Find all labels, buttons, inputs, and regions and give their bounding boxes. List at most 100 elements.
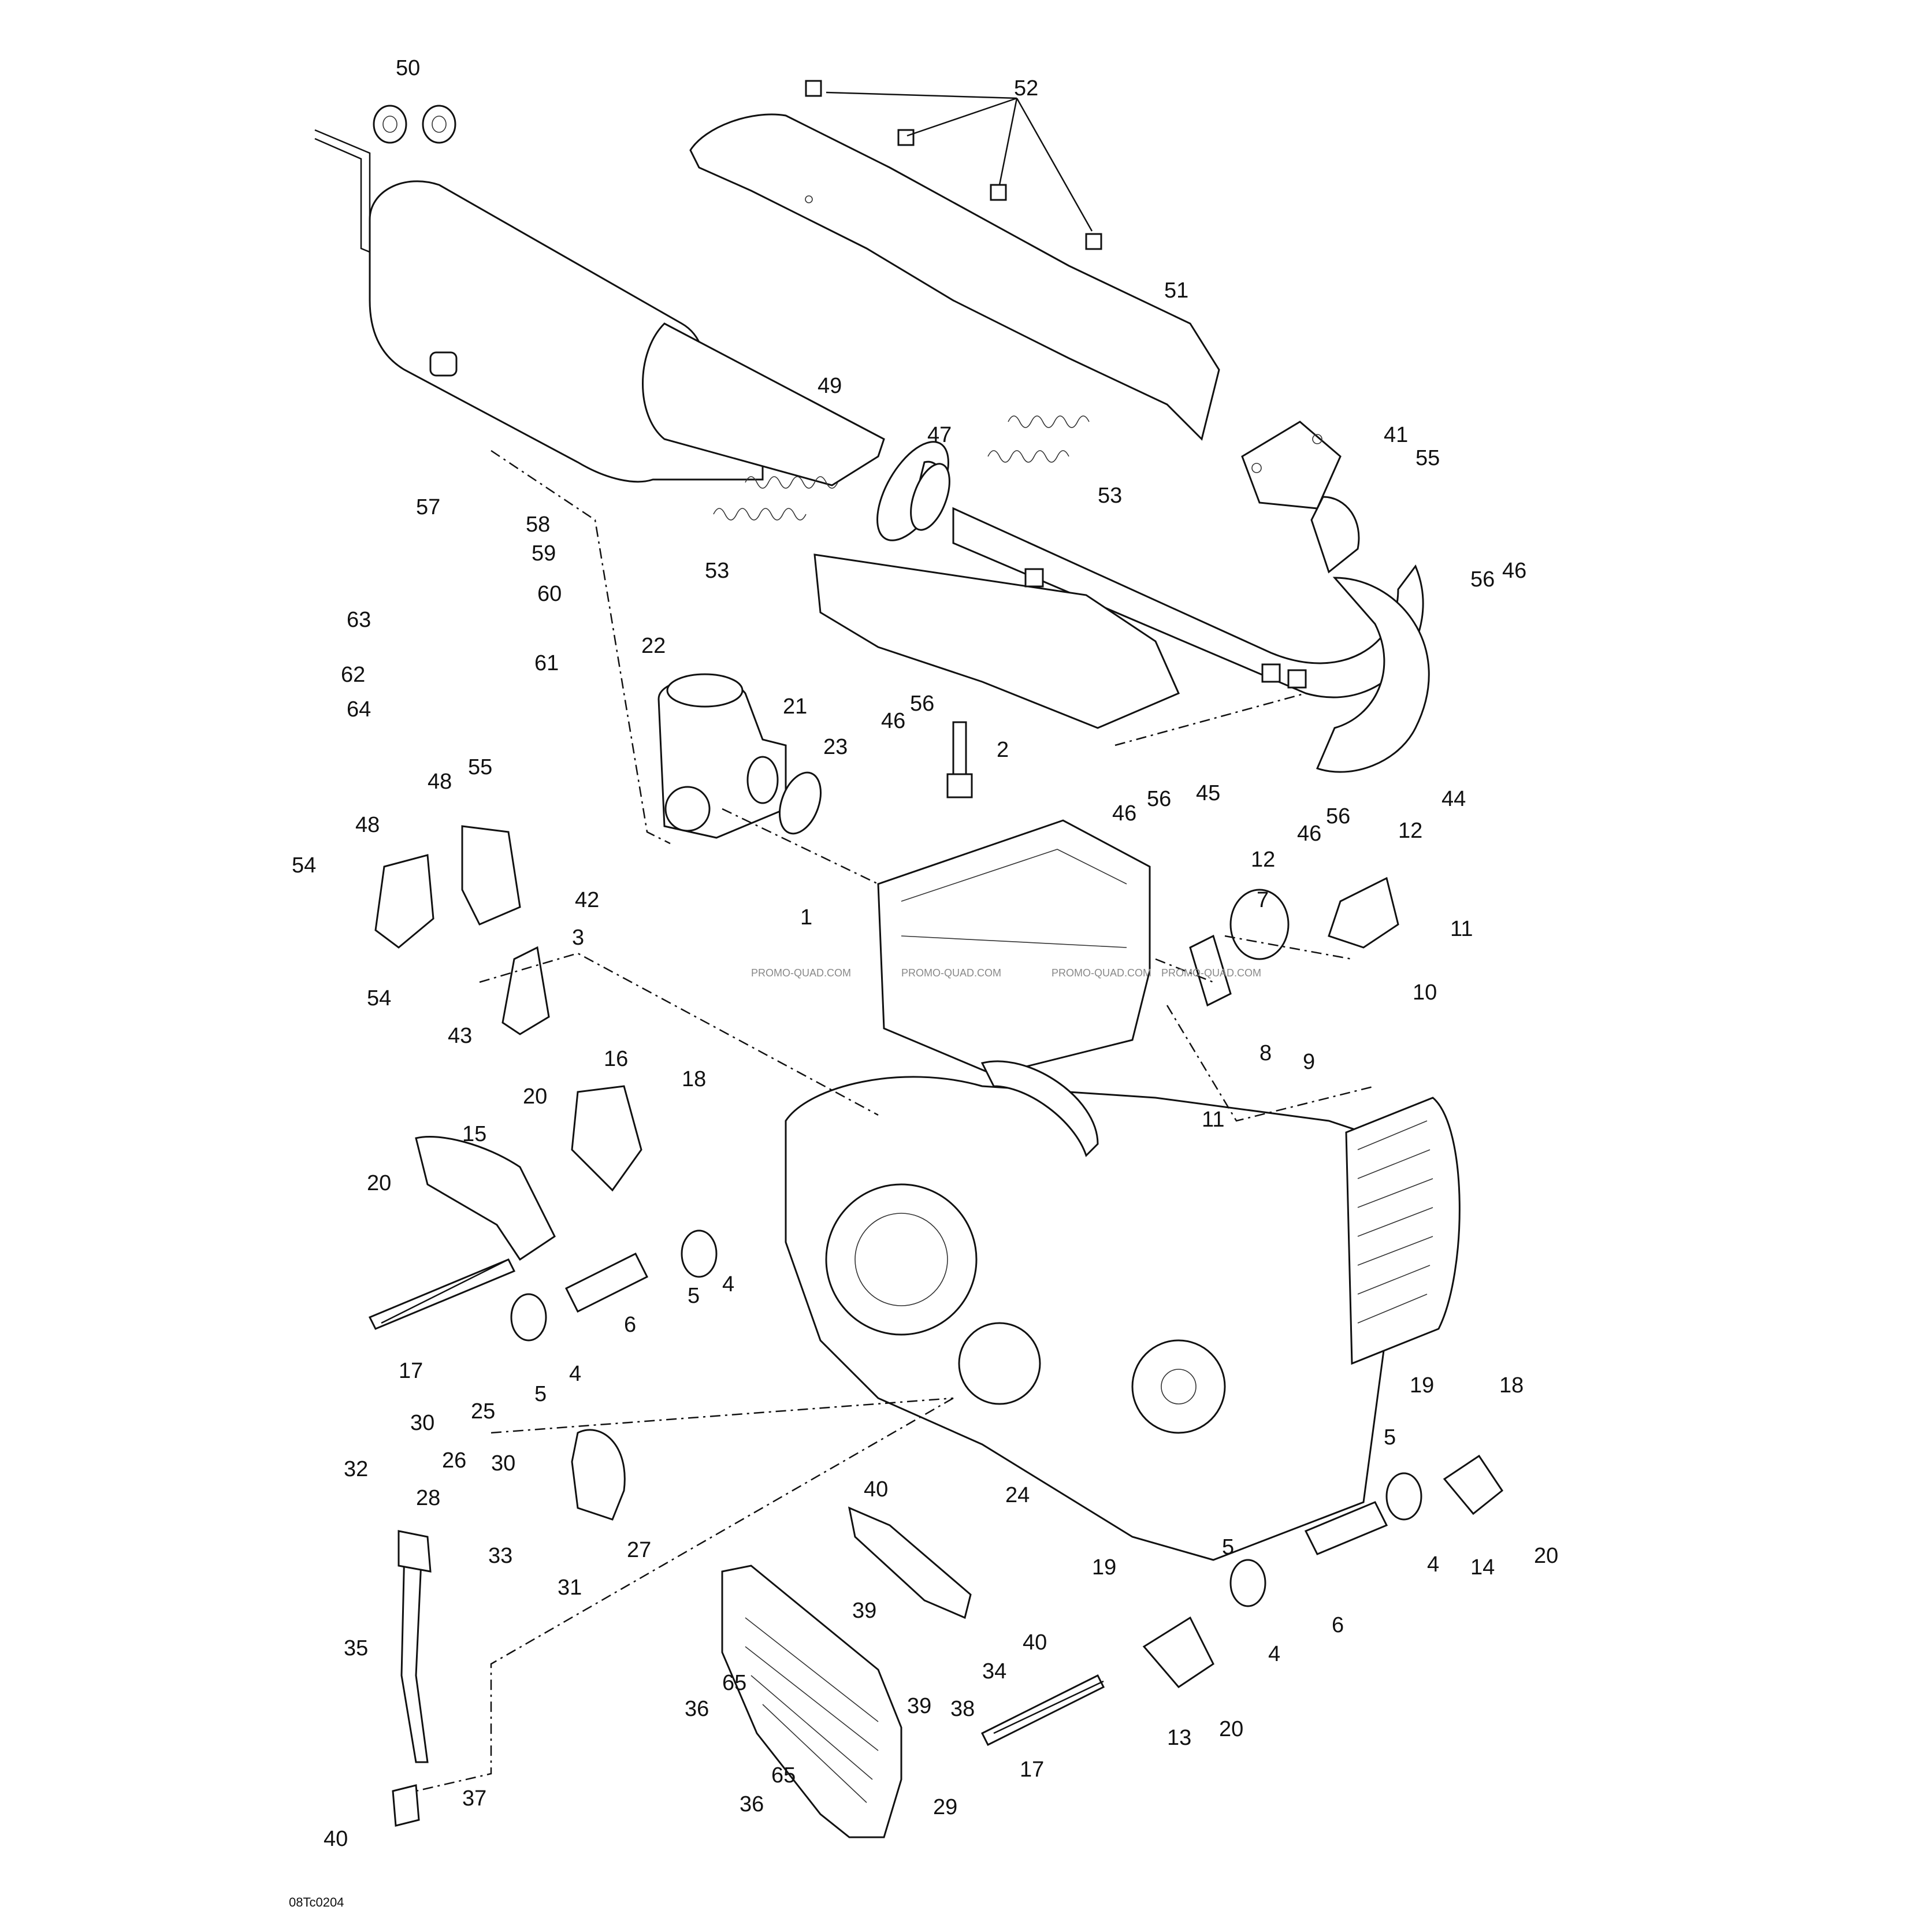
callout-36: 36: [740, 1792, 764, 1816]
callout-33: 33: [488, 1544, 512, 1568]
callout-14: 14: [1470, 1555, 1495, 1580]
callout-18: 18: [1499, 1373, 1524, 1398]
callout-48: 48: [428, 770, 452, 794]
skid-guard: [721, 1565, 902, 1838]
callout-labels: 50 52 51 49 47 53 53 41 55 56 46 57 58 5…: [292, 56, 1558, 1851]
callout-4: 4: [569, 1362, 581, 1386]
grommets: [373, 105, 456, 144]
callout-43: 43: [448, 1024, 472, 1048]
callout-38: 38: [950, 1697, 975, 1721]
callout-52: 52: [1014, 76, 1038, 101]
right-mount-parts: [980, 1454, 1504, 1747]
callout-50: 50: [396, 56, 420, 80]
callout-35: 35: [344, 1636, 368, 1660]
callout-41: 41: [1384, 423, 1408, 447]
callout-28: 28: [416, 1486, 440, 1510]
callout-10: 10: [1413, 980, 1437, 1005]
carburetor: [657, 673, 787, 839]
callout-32: 32: [344, 1457, 368, 1481]
callout-53: 53: [1098, 484, 1122, 508]
callout-46: 46: [1502, 559, 1526, 583]
callout-6: 6: [624, 1313, 636, 1337]
callout-44: 44: [1441, 787, 1466, 811]
callout-5: 5: [1384, 1425, 1396, 1450]
callout-17: 17: [1020, 1758, 1044, 1782]
engine-mount: [1189, 876, 1399, 1007]
engine: [785, 819, 1461, 1561]
callout-30: 30: [491, 1451, 515, 1476]
springs-53: [713, 415, 1090, 521]
watermark-text: PROMO-QUAD.COM: [901, 967, 1001, 979]
callout-37: 37: [462, 1786, 486, 1811]
watermark-text: PROMO-QUAD.COM: [1052, 967, 1151, 979]
callout-58: 58: [526, 512, 550, 537]
callout-4: 4: [1268, 1642, 1280, 1666]
callout-53: 53: [705, 559, 729, 583]
callout-46: 46: [1112, 801, 1136, 826]
callout-55: 55: [468, 755, 492, 779]
callout-40: 40: [864, 1477, 888, 1502]
callout-6: 6: [1332, 1613, 1344, 1637]
callout-64: 64: [347, 697, 371, 722]
shift-lever: [392, 1530, 432, 1827]
heat-shield: [689, 113, 1220, 441]
callout-20: 20: [1534, 1544, 1558, 1568]
callout-20: 20: [523, 1084, 547, 1109]
callout-42: 42: [575, 888, 599, 912]
callout-22: 22: [641, 634, 666, 658]
callout-61: 61: [534, 651, 559, 675]
callout-5: 5: [1222, 1535, 1234, 1559]
callout-30: 30: [410, 1411, 434, 1435]
callout-36: 36: [685, 1697, 709, 1721]
callout-3: 3: [572, 926, 584, 950]
assembly-guides: [415, 449, 1376, 1792]
callout-40: 40: [324, 1827, 348, 1851]
callout-55: 55: [1415, 446, 1440, 470]
callout-9: 9: [1303, 1050, 1315, 1074]
callout-11: 11: [1202, 1108, 1224, 1132]
callout-56: 56: [910, 692, 934, 716]
callout-21: 21: [783, 694, 807, 719]
callout-19: 19: [1410, 1373, 1434, 1398]
callout-7: 7: [1257, 888, 1269, 912]
callout-12: 12: [1251, 848, 1275, 872]
callout-11: 11: [1450, 917, 1473, 941]
bolts-17: [381, 1258, 1104, 1734]
callout-5: 5: [534, 1382, 547, 1406]
callout-49: 49: [818, 374, 842, 398]
exhaust-pipe: [813, 421, 1430, 773]
callout-39: 39: [907, 1694, 931, 1718]
callout-25: 25: [471, 1399, 495, 1424]
callout-57: 57: [416, 495, 440, 519]
callout-45: 45: [1196, 781, 1220, 805]
callout-4: 4: [722, 1272, 734, 1296]
callout-51: 51: [1164, 278, 1188, 303]
callout-8: 8: [1259, 1041, 1272, 1065]
callout-17: 17: [399, 1359, 423, 1383]
callout-23: 23: [823, 735, 848, 759]
callout-1: 1: [800, 905, 812, 930]
callout-56: 56: [1470, 567, 1495, 592]
callout-24: 24: [1005, 1483, 1030, 1507]
callout-34: 34: [982, 1659, 1006, 1684]
callout-20: 20: [367, 1171, 391, 1195]
callout-63: 63: [347, 608, 371, 632]
callout-29: 29: [933, 1795, 957, 1819]
callout-27: 27: [627, 1538, 651, 1562]
callout-46: 46: [881, 709, 905, 733]
callout-31: 31: [558, 1576, 582, 1600]
callout-56: 56: [1147, 787, 1171, 811]
callout-4: 4: [1427, 1552, 1439, 1577]
clamp: [779, 771, 822, 835]
callout-60: 60: [537, 582, 562, 606]
callout-39: 39: [852, 1599, 876, 1623]
callout-18: 18: [682, 1067, 706, 1091]
spark-plug: [946, 721, 973, 798]
nuts-52: [805, 80, 1102, 250]
callout-48: 48: [355, 813, 380, 837]
brackets-48: [374, 825, 550, 1035]
callout-65: 65: [722, 1671, 746, 1695]
watermark-text: PROMO-QUAD.COM: [751, 967, 851, 979]
bracket-34: [848, 1506, 972, 1619]
